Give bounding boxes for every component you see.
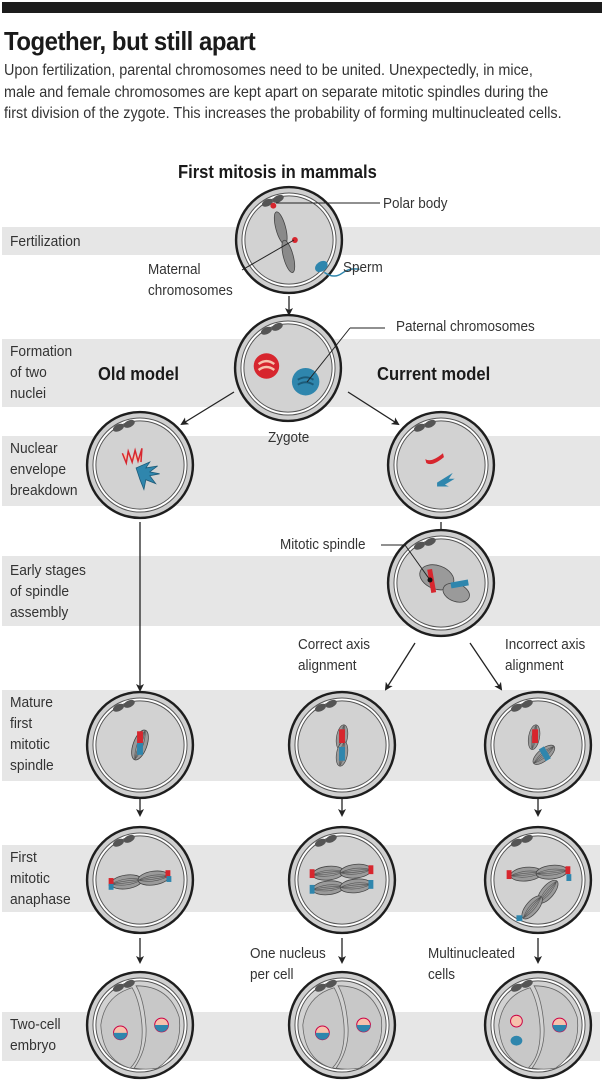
stage-label-two-cell: Two-cell embryo: [10, 1016, 61, 1054]
embryo-old-two-cell: [85, 970, 195, 1080]
embryo-correct-two-cell: [287, 970, 397, 1080]
label-zygote: Zygote: [268, 429, 310, 446]
stage-label-early-spindle: Early stages of spindle assembly: [10, 562, 86, 621]
label-polar-body: Polar body: [383, 195, 448, 212]
egg-fertilization: [234, 185, 360, 295]
egg-old-ne-breakdown: [85, 410, 195, 520]
leader-maternal: [241, 239, 295, 271]
figure-subtitle: Upon fertilization, parental chromosomes…: [4, 62, 562, 122]
arrow-zygote-to-old: [180, 391, 235, 426]
egg-early-spindle: [386, 528, 496, 638]
embryo-incorrect-two-cell: [483, 970, 593, 1080]
meiotic-spindle: [273, 211, 296, 273]
band-early-spindle: [2, 556, 600, 626]
egg-zygote: [233, 313, 343, 423]
arrow-zygote-to-current: [347, 391, 400, 426]
diagram-heading: First mitosis in mammals: [178, 162, 377, 182]
label-maternal-chromosomes: Maternal chromosomes: [148, 261, 233, 299]
stage-label-mature-spindle: Mature first mitotic spindle: [10, 694, 54, 774]
old-model-label: Old model: [98, 364, 179, 384]
sperm-head: [315, 260, 328, 273]
arrow-early-to-correct: [384, 642, 416, 691]
top-rule: [2, 2, 602, 13]
current-model-label: Current model: [377, 364, 491, 384]
arrow-early-to-incorrect: [469, 642, 503, 691]
egg-old-mature: [85, 690, 195, 800]
label-sperm: Sperm: [343, 259, 383, 276]
egg-correct-mature: [287, 690, 397, 800]
maternal-chromosomes: [291, 237, 298, 243]
stage-label-anaphase: First mitotic anaphase: [10, 849, 71, 908]
label-correct-axis: Correct axis alignment: [298, 636, 371, 674]
label-multinucleated: Multinucleated cells: [428, 945, 516, 983]
label-incorrect-axis: Incorrect axis alignment: [505, 636, 586, 674]
stage-label-nuclear-envelope: Nuclear envelope breakdown: [10, 440, 78, 499]
egg-old-anaphase: [85, 825, 195, 935]
label-one-nucleus: One nucleus per cell: [250, 945, 326, 983]
stage-label-formation: Formation of two nuclei: [10, 343, 73, 402]
egg-current-ne-breakdown: [386, 410, 496, 520]
egg-correct-anaphase: [287, 825, 397, 935]
leader-paternal: [306, 327, 351, 383]
label-mitotic-spindle: Mitotic spindle: [280, 536, 366, 553]
sperm-tail: [323, 268, 360, 277]
stage-label-fertilization: Fertilization: [10, 233, 81, 250]
egg-incorrect-mature: [483, 690, 593, 800]
figure-title: Together, but still apart: [4, 26, 256, 56]
egg-incorrect-anaphase: [483, 825, 593, 935]
label-paternal-chromosomes: Paternal chromosomes: [396, 318, 535, 335]
